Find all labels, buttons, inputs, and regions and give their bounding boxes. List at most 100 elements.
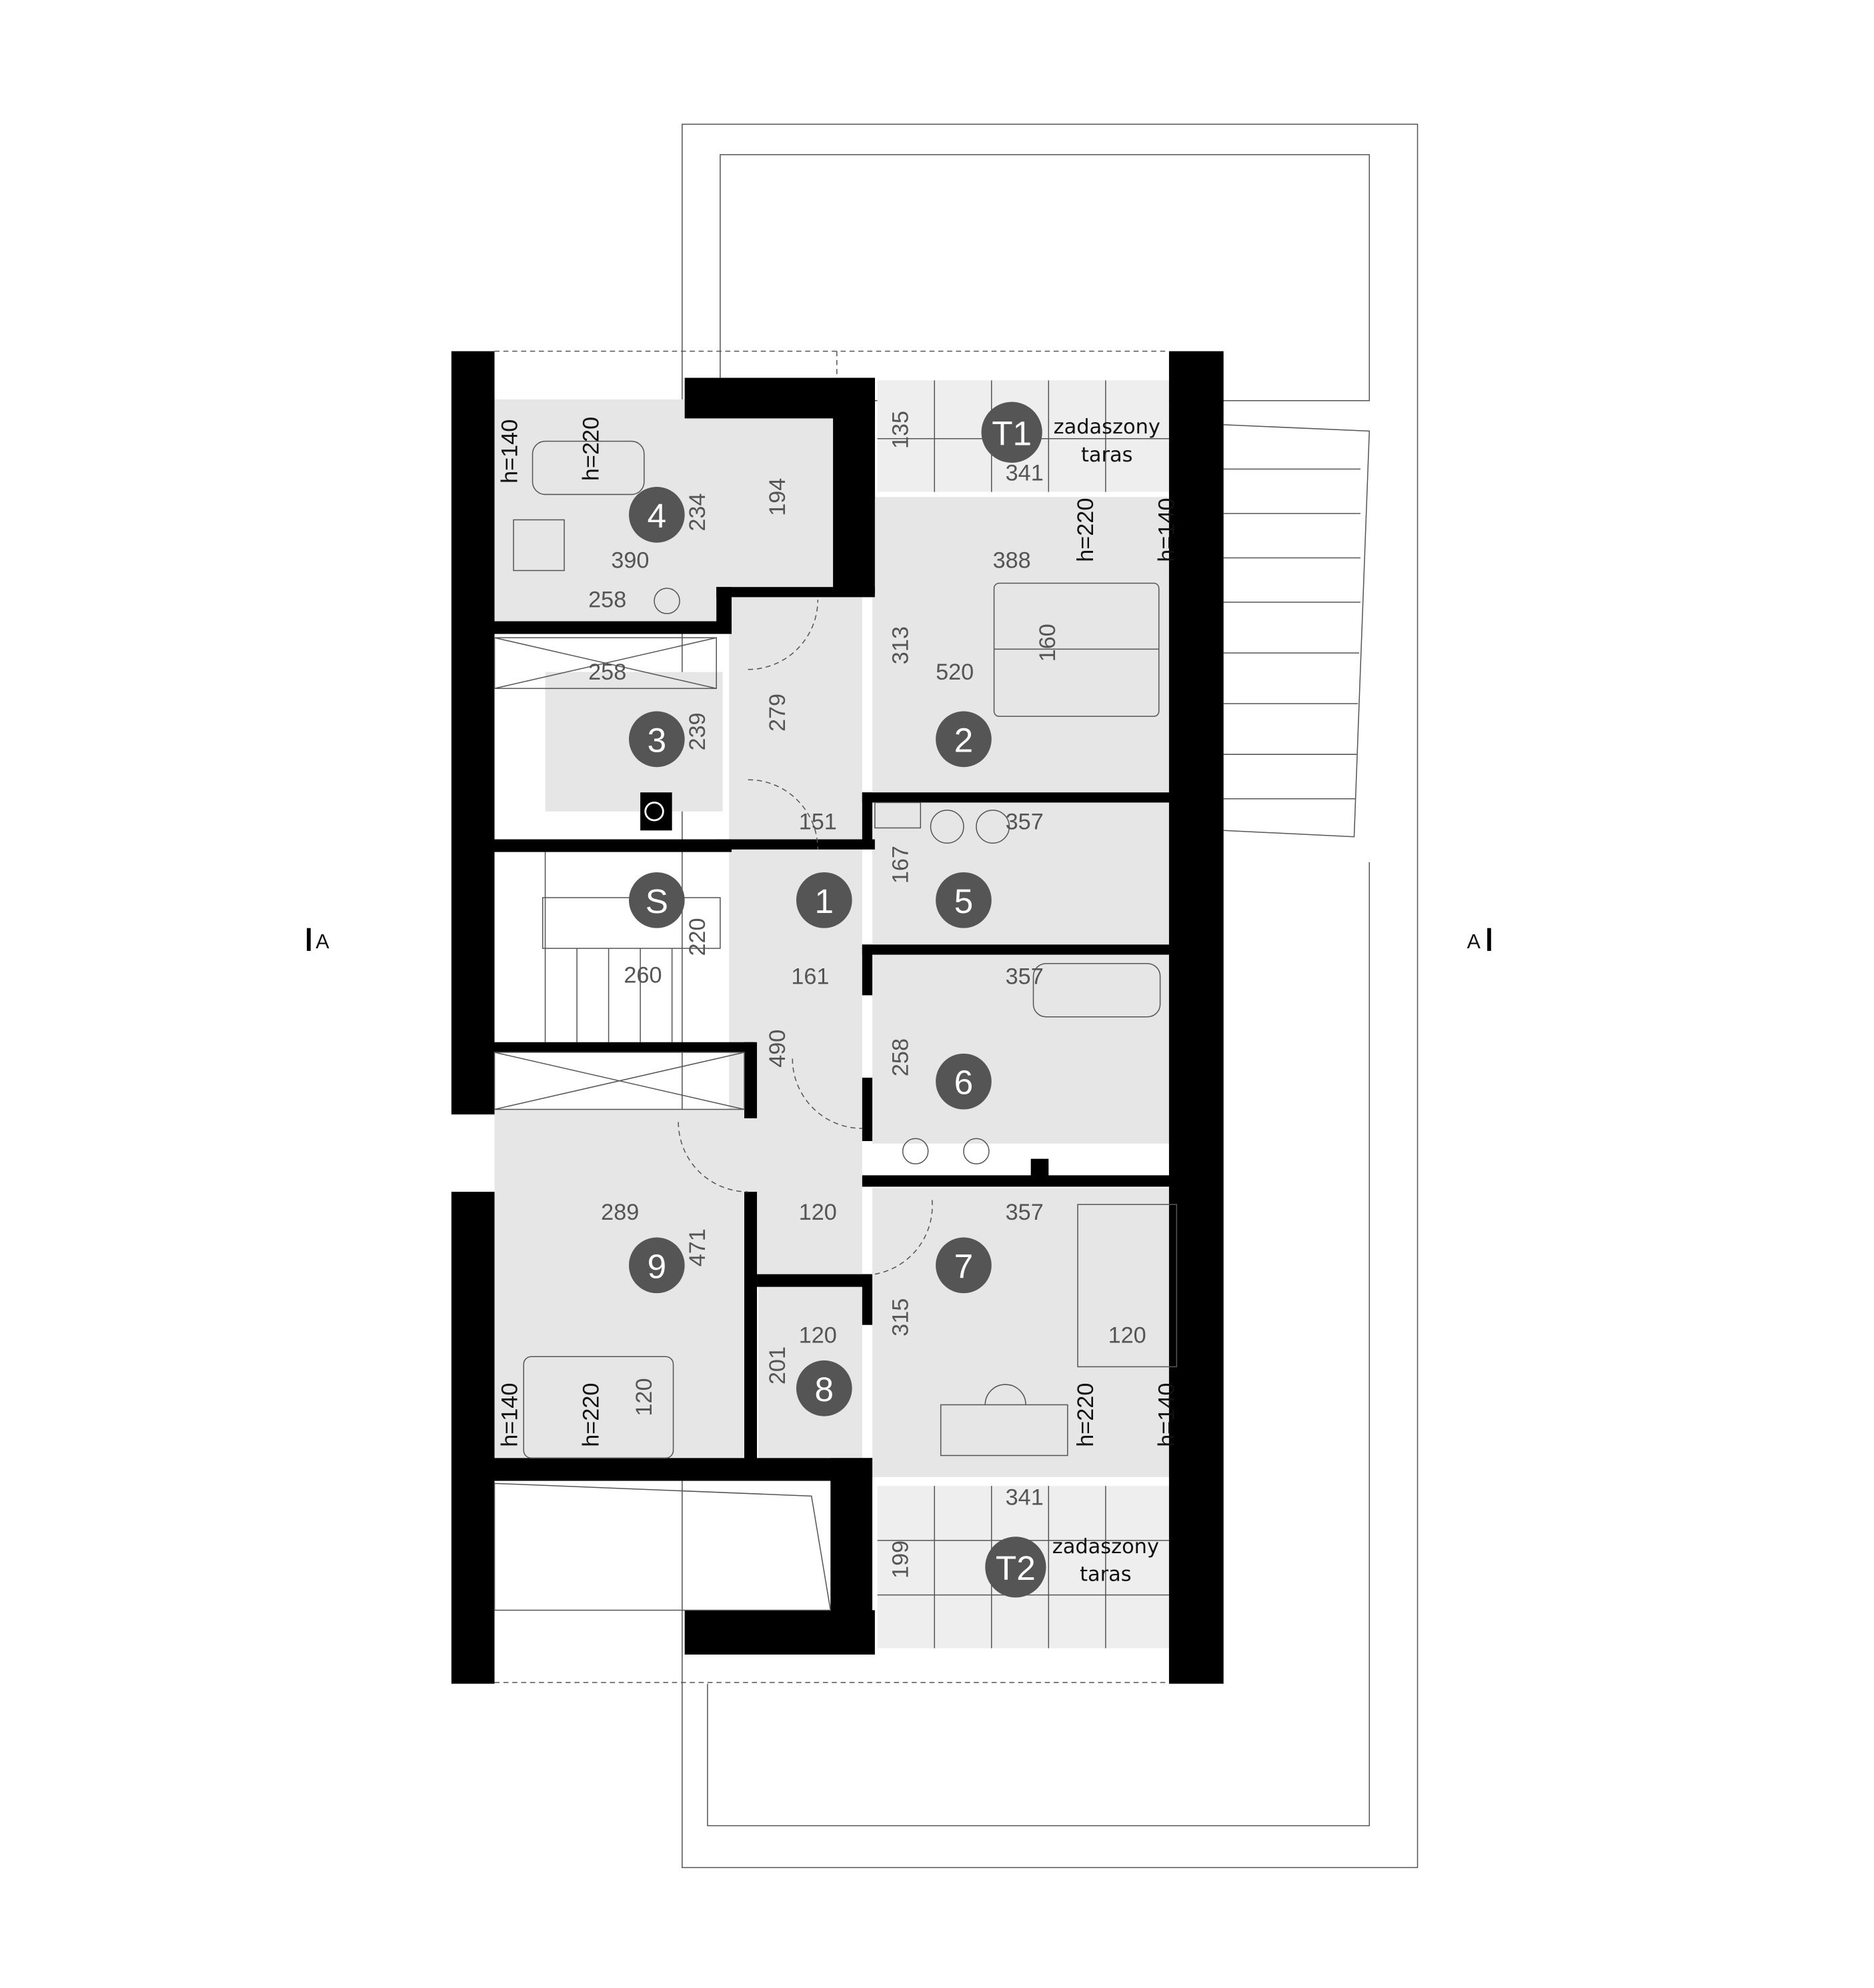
room-number: 6 bbox=[954, 1064, 974, 1102]
room-number: 9 bbox=[648, 1247, 667, 1285]
room-marker: T2 bbox=[985, 1537, 1046, 1598]
room-marker-circle bbox=[936, 1237, 992, 1294]
height-label: h=220 bbox=[1073, 1383, 1098, 1447]
dimension-label: 490 bbox=[765, 1030, 790, 1068]
terrace-t2-label-line1: zadaszony bbox=[1052, 1535, 1159, 1559]
furniture bbox=[494, 440, 1178, 1611]
dimension-label: 315 bbox=[888, 1298, 913, 1336]
dimension-label: 161 bbox=[791, 964, 829, 989]
room-marker-circle bbox=[796, 1360, 852, 1416]
dimension-label: 120 bbox=[799, 1322, 837, 1348]
height-label: h=220 bbox=[578, 417, 604, 481]
room-marker: S bbox=[629, 872, 685, 928]
room-marker: 9 bbox=[629, 1237, 685, 1294]
room-fills bbox=[494, 380, 1180, 1649]
terrace-t1-label: zadaszony taras bbox=[1054, 415, 1160, 467]
door-swing bbox=[678, 1122, 748, 1192]
desk-room-7 bbox=[940, 1404, 1068, 1456]
room-marker-circle bbox=[936, 1053, 992, 1110]
room-marker: 4 bbox=[629, 487, 685, 543]
dimension-label: 279 bbox=[765, 694, 790, 732]
dimension-label: 234 bbox=[685, 493, 710, 532]
dimension-label: 357 bbox=[1006, 964, 1044, 989]
room-marker: 6 bbox=[936, 1053, 992, 1110]
door-swing bbox=[748, 779, 819, 850]
door-swing bbox=[748, 600, 819, 670]
room-number: 7 bbox=[954, 1247, 974, 1285]
room-marker: 8 bbox=[796, 1360, 852, 1416]
room-5-floor bbox=[872, 801, 1180, 945]
room-number: 8 bbox=[815, 1370, 834, 1408]
door-swing bbox=[792, 1058, 862, 1129]
room-marker-circle bbox=[629, 711, 685, 768]
height-label: h=220 bbox=[578, 1383, 604, 1447]
terrace-t1-label-line1: zadaszony bbox=[1054, 415, 1160, 439]
room-marker-circle bbox=[985, 1537, 1046, 1598]
room-9-floor bbox=[494, 1109, 755, 1458]
terrace-t2-label-line2: taras bbox=[1080, 1563, 1132, 1587]
height-label: h=140 bbox=[498, 419, 523, 483]
room-number: 5 bbox=[954, 882, 974, 920]
room-number: 3 bbox=[648, 721, 667, 759]
dimension-label: 220 bbox=[685, 918, 710, 956]
room-marker: 3 bbox=[629, 711, 685, 768]
room-marker: 7 bbox=[936, 1237, 992, 1294]
room-marker: T1 bbox=[981, 401, 1042, 463]
terrace-t1-label-line2: taras bbox=[1081, 443, 1133, 467]
dimension-label: 260 bbox=[624, 962, 662, 988]
wardrobe-room-3 bbox=[494, 637, 717, 690]
height-label: h=140 bbox=[1154, 498, 1180, 562]
dimension-label: 258 bbox=[588, 660, 626, 685]
room-marker: 2 bbox=[936, 711, 992, 768]
room-marker-circle bbox=[629, 487, 685, 543]
room-number: S bbox=[646, 882, 668, 920]
toilet-room-4 bbox=[513, 519, 565, 572]
height-label: h=140 bbox=[1154, 1383, 1180, 1447]
terrace-t2-label: zadaszony taras bbox=[1052, 1535, 1159, 1587]
dimension-label: 151 bbox=[799, 809, 837, 834]
wardrobe-room-9 bbox=[494, 1052, 745, 1110]
void-below bbox=[494, 1482, 832, 1611]
dimension-label: 120 bbox=[1108, 1322, 1146, 1348]
room-marker-circle bbox=[629, 872, 685, 928]
room-number: T1 bbox=[992, 414, 1032, 452]
dimension-label: 341 bbox=[1006, 461, 1044, 486]
dimension-label: 390 bbox=[611, 548, 649, 574]
dimension-label: 258 bbox=[588, 588, 626, 613]
dimension-label: 289 bbox=[601, 1200, 639, 1225]
dimension-label: 341 bbox=[1006, 1485, 1044, 1511]
height-label: h=220 bbox=[1073, 498, 1098, 562]
stove bbox=[874, 802, 922, 829]
dimension-label: 120 bbox=[632, 1378, 657, 1416]
section-marker-icon bbox=[1487, 928, 1491, 951]
chair-room-7 bbox=[984, 1384, 1026, 1405]
bathtub-room-4 bbox=[532, 440, 645, 495]
section-label-left: A bbox=[315, 930, 329, 953]
room-marker-circle bbox=[981, 401, 1042, 463]
height-label: h=140 bbox=[498, 1383, 523, 1447]
dimension-label: 471 bbox=[685, 1228, 710, 1266]
dimension-label: 201 bbox=[765, 1346, 790, 1384]
dimension-label: 120 bbox=[799, 1200, 837, 1225]
single-bed-room-9 bbox=[523, 1356, 674, 1459]
dimension-label: 160 bbox=[1035, 624, 1060, 662]
dimension-label: 194 bbox=[765, 478, 790, 516]
room-number: 1 bbox=[815, 882, 834, 920]
section-marker-icon bbox=[307, 928, 311, 951]
room-6-floor bbox=[872, 953, 1180, 1144]
room-marker-circle bbox=[629, 1237, 685, 1294]
dimension-label: 239 bbox=[685, 712, 710, 750]
room-2-floor bbox=[872, 497, 1180, 793]
bathtub-room-6 bbox=[1032, 963, 1161, 1018]
room-marker: 1 bbox=[796, 872, 852, 928]
room-7-floor bbox=[872, 1188, 1180, 1477]
dimension-label: 199 bbox=[888, 1541, 913, 1579]
exterior-stair-lines bbox=[1223, 468, 1360, 800]
chimney-icon bbox=[644, 802, 664, 822]
section-label-right: A bbox=[1467, 930, 1481, 953]
sink-room-4 bbox=[654, 588, 680, 614]
dimension-label: 258 bbox=[888, 1038, 913, 1076]
dimension-label: 135 bbox=[888, 411, 913, 449]
